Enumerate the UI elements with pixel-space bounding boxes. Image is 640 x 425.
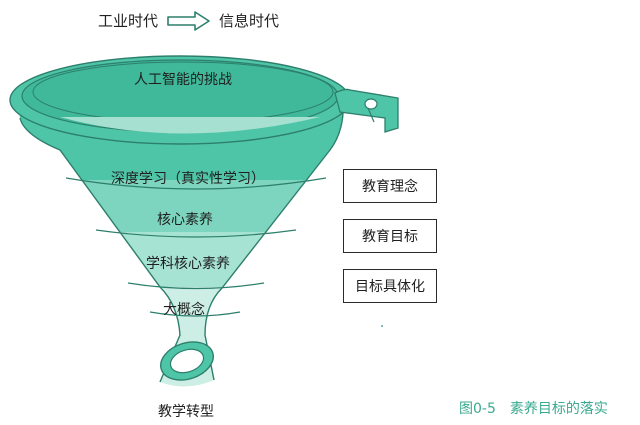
funnel-outline bbox=[19, 99, 344, 383]
funnel-layer-3-label: 学科核心素养 bbox=[146, 256, 230, 272]
funnel-rim-label: 人工智能的挑战 bbox=[134, 72, 232, 88]
band-divider-3 bbox=[127, 282, 265, 290]
funnel-handle bbox=[334, 88, 399, 133]
funnel-rim-shine bbox=[60, 117, 320, 134]
funnel-layer-2-label: 核心素养 bbox=[157, 212, 213, 228]
header-from-era: 工业时代 bbox=[98, 12, 159, 30]
header-to-era: 信息时代 bbox=[219, 12, 280, 30]
funnel-layer-4-label: 大概念 bbox=[163, 302, 205, 318]
decorative-dot bbox=[381, 325, 383, 327]
funnel-output-label: 教学转型 bbox=[158, 404, 214, 420]
side-box-education-goals: 教育目标 bbox=[343, 219, 437, 253]
side-box-goal-concretization: 目标具体化 bbox=[343, 269, 437, 303]
hollow-right-arrow-icon bbox=[167, 11, 210, 31]
figure-caption: 图0-5 素养目标的落实 bbox=[459, 401, 608, 417]
funnel-layer-1-label: 深度学习（真实性学习） bbox=[111, 171, 265, 187]
band-divider-4 bbox=[149, 311, 241, 317]
band-divider-1 bbox=[65, 177, 327, 190]
side-box-education-philosophy: 教育理念 bbox=[343, 169, 437, 203]
funnel-spout-hole bbox=[169, 348, 205, 374]
